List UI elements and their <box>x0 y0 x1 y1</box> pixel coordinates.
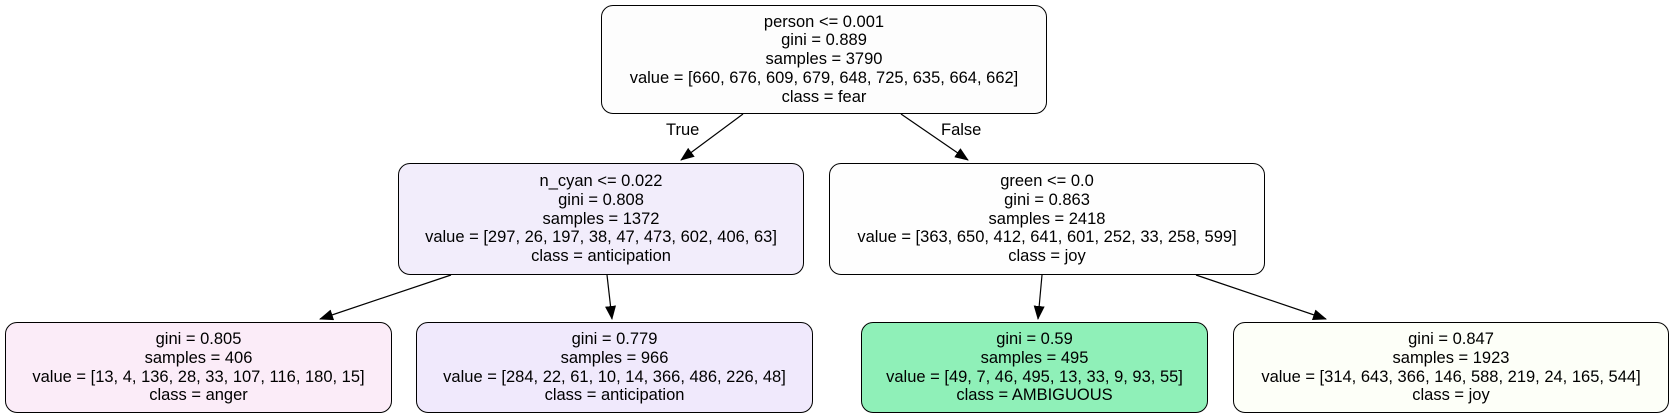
tree-leaf-ambiguous: gini = 0.59 samples = 495 value = [49, 7… <box>861 322 1208 413</box>
tree-node-right: green <= 0.0 gini = 0.863 samples = 2418… <box>829 163 1265 275</box>
node-gini: gini = 0.863 <box>1004 190 1090 209</box>
node-samples: samples = 2418 <box>988 209 1106 228</box>
node-value: value = [284, 22, 61, 10, 14, 366, 486, … <box>443 367 786 386</box>
node-gini: gini = 0.808 <box>558 190 644 209</box>
tree-edge-0-1 <box>680 113 744 161</box>
node-class: class = anticipation <box>531 247 671 266</box>
edge-label-false: False <box>941 121 982 139</box>
node-class: class = anger <box>149 386 248 405</box>
node-samples: samples = 406 <box>144 348 253 367</box>
node-samples: samples = 3790 <box>765 50 883 69</box>
node-value: value = [363, 650, 412, 641, 601, 252, 3… <box>857 228 1237 247</box>
node-gini: gini = 0.779 <box>571 330 658 349</box>
node-class: class = AMBIGUOUS <box>956 386 1113 405</box>
tree-edge-2-5 <box>1033 274 1045 320</box>
node-class: class = anticipation <box>544 386 685 405</box>
node-samples: samples = 495 <box>980 348 1089 367</box>
node-value: value = [13, 4, 136, 28, 33, 107, 116, 1… <box>32 367 365 386</box>
node-gini: gini = 0.805 <box>155 330 242 349</box>
node-gini: gini = 0.59 <box>996 330 1073 349</box>
tree-edges <box>319 113 1327 321</box>
tree-node-root: person <= 0.001 gini = 0.889 samples = 3… <box>601 5 1047 114</box>
node-split-condition: n_cyan <= 0.022 <box>539 172 663 191</box>
node-gini: gini = 0.889 <box>781 31 867 50</box>
edge-label-true: True <box>666 121 700 139</box>
node-class: class = joy <box>1008 247 1086 266</box>
node-value: value = [660, 676, 609, 679, 648, 725, 6… <box>629 68 1019 87</box>
tree-edge-1-4 <box>605 274 616 320</box>
tree-node-left: n_cyan <= 0.022 gini = 0.808 samples = 1… <box>398 163 804 275</box>
node-value: value = [49, 7, 46, 495, 13, 33, 9, 93, … <box>886 367 1183 386</box>
node-split-condition: green <= 0.0 <box>1000 172 1094 191</box>
node-samples: samples = 1923 <box>1392 348 1510 367</box>
node-gini: gini = 0.847 <box>1408 330 1494 349</box>
node-samples: samples = 1372 <box>542 209 660 228</box>
tree-edge-2-6 <box>1195 274 1327 321</box>
tree-leaf-joy: gini = 0.847 samples = 1923 value = [314… <box>1233 322 1669 413</box>
node-class: class = fear <box>781 87 867 106</box>
node-value: value = [297, 26, 197, 38, 47, 473, 602,… <box>425 228 777 247</box>
node-samples: samples = 966 <box>560 348 669 367</box>
tree-leaf-anger: gini = 0.805 samples = 406 value = [13, … <box>5 322 392 413</box>
node-split-condition: person <= 0.001 <box>763 12 885 31</box>
tree-edge-0-2 <box>900 113 969 161</box>
node-class: class = joy <box>1412 386 1490 405</box>
tree-leaf-anticipation: gini = 0.779 samples = 966 value = [284,… <box>416 322 813 413</box>
node-value: value = [314, 643, 366, 146, 588, 219, 2… <box>1261 367 1641 386</box>
tree-edge-1-3 <box>319 274 452 321</box>
